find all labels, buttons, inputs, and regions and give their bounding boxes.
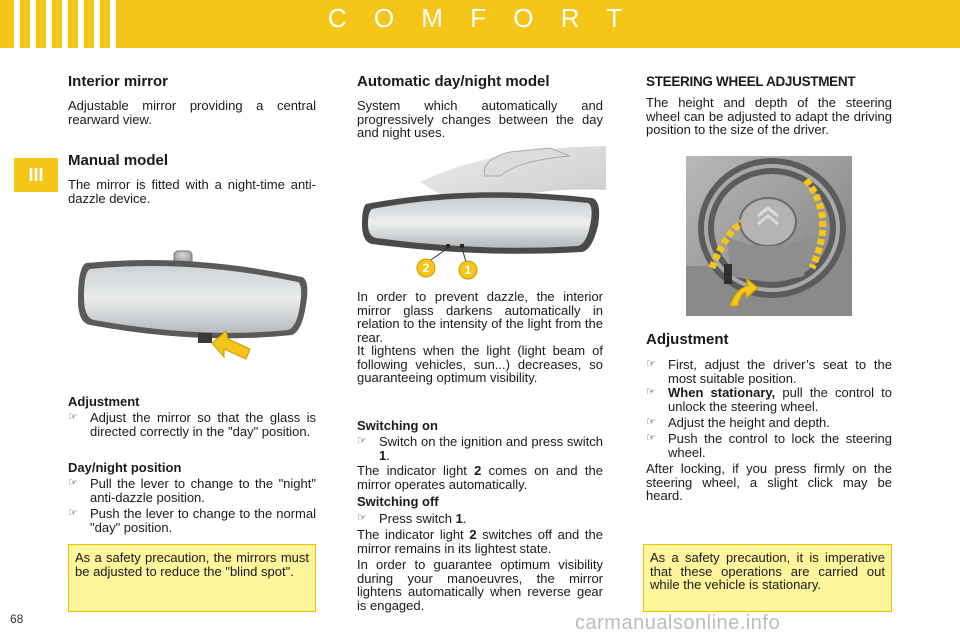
manual-mirror-illustration (70, 245, 320, 375)
header-stripe (62, 0, 68, 48)
interior-mirror-intro: Adjustable mirror providing a central re… (68, 98, 316, 127)
pointing-hand-icon: ☞ (646, 432, 656, 444)
indicator-number: 2 (469, 527, 477, 542)
switch-number: 1 (379, 447, 387, 463)
day-night-item-text: Push the lever to change to the normal "… (90, 506, 316, 535)
pointing-hand-icon: ☞ (646, 416, 656, 428)
steering-item-bold: When stationary, (668, 385, 776, 400)
indicator-text: switches off and the mirror remains in i… (357, 527, 603, 556)
steering-item-text: Push the control to lock the steering wh… (668, 431, 892, 460)
page-title: C O M F O R T (327, 3, 633, 33)
header-stripe (14, 0, 20, 48)
header-stripe (94, 0, 100, 48)
day-night-item: ☞ Pull the lever to change to the "night… (68, 477, 316, 504)
steering-adjustment-item: ☞ Adjust the height and depth. (646, 416, 892, 430)
manual-model-text: The mirror is fitted with a night-time a… (68, 177, 316, 206)
callout-2-label: 2 (422, 261, 430, 275)
switching-on-item-text: Switch on the ignition and press switch (379, 434, 603, 449)
steering-wheel-illustration (686, 156, 852, 316)
switching-on-title: Switching on (357, 418, 438, 433)
pointing-hand-icon: ☞ (68, 477, 78, 489)
mirror-safety-note: As a safety precaution, the mirrors must… (68, 544, 316, 612)
switching-off-item: ☞ Press switch 1. (357, 511, 467, 526)
manual-adjustment-text: Adjust the mirror so that the glass is d… (90, 410, 316, 439)
indicator-text: The indicator light (357, 463, 467, 478)
manual-model-heading: Manual model (68, 152, 169, 169)
steering-after-locking-text: After locking, if you press firmly on th… (646, 461, 892, 503)
steering-wheel-heading: STEERING WHEEL ADJUSTMENT (646, 74, 856, 89)
interior-mirror-heading: Interior mirror (68, 73, 169, 90)
page-number: 68 (10, 612, 24, 626)
header-stripe (30, 0, 36, 48)
manual-adjustment-item: ☞ Adjust the mirror so that the glass is… (68, 411, 316, 438)
chapter-tab[interactable]: III (14, 158, 58, 192)
watermark: carmanualsonline.info (575, 612, 781, 634)
indicator-number: 2 (474, 463, 482, 478)
header-bar: C O M F O R T (0, 0, 960, 48)
automatic-para-dazzle: In order to prevent dazzle, the interior… (357, 289, 603, 345)
switching-on-item: ☞ Switch on the ignition and press switc… (357, 434, 603, 463)
day-night-title: Day/night position (68, 460, 182, 475)
automatic-model-heading: Automatic day/night model (357, 73, 550, 90)
switching-off-title: Switching off (357, 494, 439, 509)
steering-item-text: Adjust the height and depth. (668, 415, 830, 430)
steering-adjustment-item: ☞ First, adjust the driver’s seat to the… (646, 358, 892, 385)
header-stripe (46, 0, 52, 48)
reverse-gear-text: In order to guarantee optimum visibility… (357, 557, 603, 613)
switching-off-text: The indicator light 2 switches off and t… (357, 528, 603, 555)
pointing-hand-icon: ☞ (68, 507, 78, 519)
pointing-hand-icon: ☞ (646, 358, 656, 370)
steering-adjustment-heading: Adjustment (646, 331, 729, 348)
switching-off-item-text: Press switch (379, 511, 452, 526)
switching-on-text: The indicator light 2 comes on and the m… (357, 464, 603, 491)
day-night-item-text: Pull the lever to change to the "night" … (90, 476, 316, 505)
callout-1-label: 1 (464, 263, 472, 277)
indicator-text: comes on and the mirror operates automat… (357, 463, 603, 492)
header-stripe (78, 0, 84, 48)
steering-adjustment-item: ☞ Push the control to lock the steering … (646, 432, 892, 459)
day-night-item: ☞ Push the lever to change to the normal… (68, 507, 316, 534)
automatic-mirror-illustration (360, 146, 606, 282)
steering-item-text: First, adjust the driver’s seat to the m… (668, 357, 892, 386)
steering-adjustment-item: ☞ When stationary, pull the control to u… (646, 386, 892, 413)
automatic-para-lightens: It lightens when the light (light beam o… (357, 343, 603, 385)
automatic-model-intro: System which automatically and progressi… (357, 98, 603, 140)
steering-wheel-intro: The height and depth of the steering whe… (646, 95, 892, 137)
pointing-hand-icon: ☞ (357, 512, 367, 524)
pointing-hand-icon: ☞ (646, 386, 656, 398)
indicator-text: The indicator light (357, 527, 464, 542)
header-stripe (110, 0, 116, 48)
steering-item-text: pull the control to unlock the steering … (668, 385, 892, 414)
pointing-hand-icon: ☞ (357, 435, 367, 447)
switch-number: 1 (455, 511, 463, 526)
pointing-hand-icon: ☞ (68, 411, 78, 423)
steering-safety-note: As a safety precaution, it is imperative… (643, 544, 892, 612)
manual-adjustment-title: Adjustment (68, 394, 140, 409)
